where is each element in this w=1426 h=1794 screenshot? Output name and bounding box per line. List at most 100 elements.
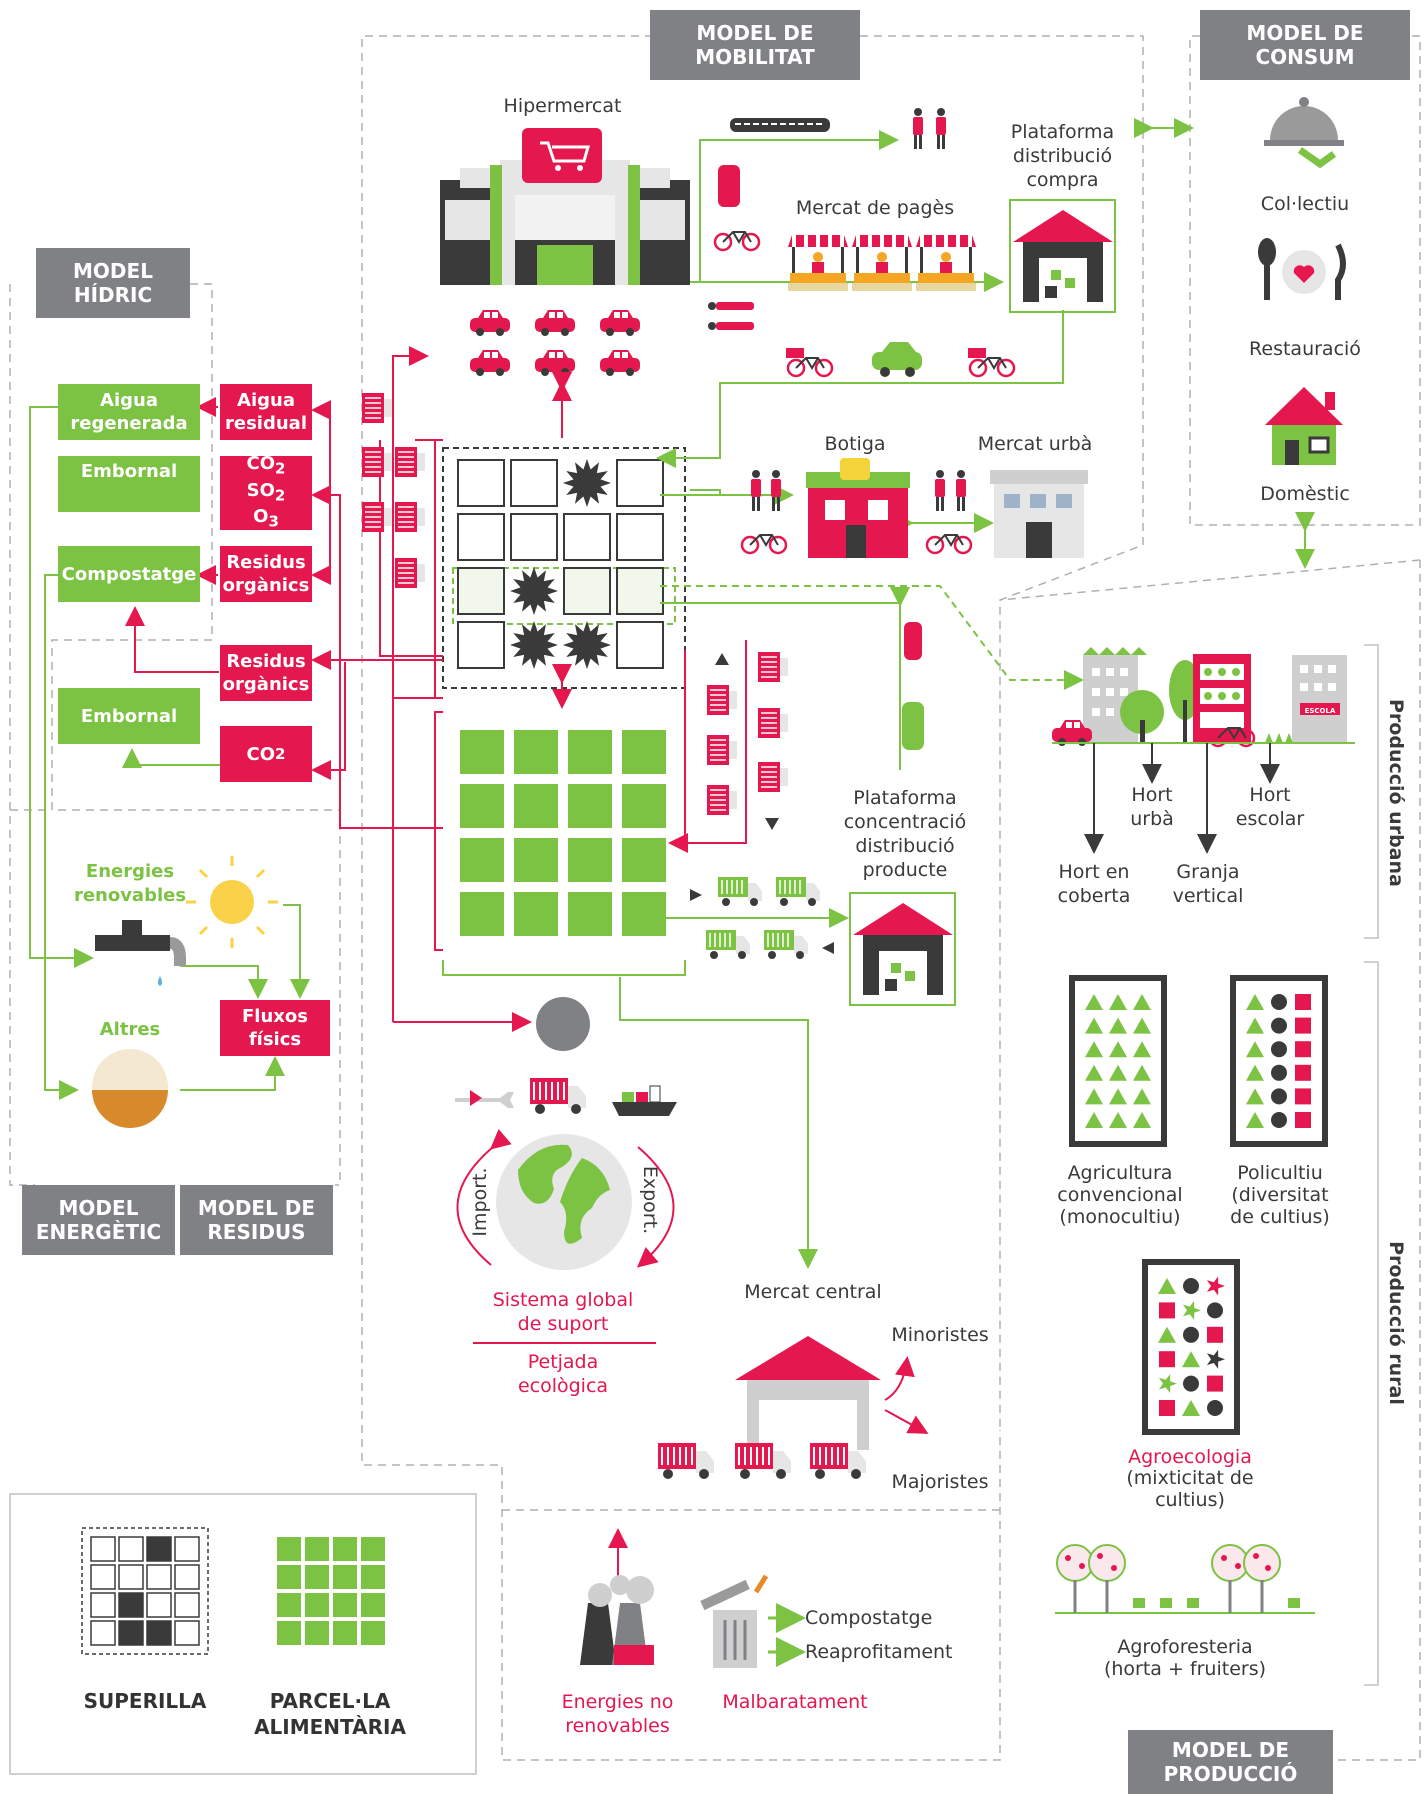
label-botiga: Botiga (824, 433, 886, 455)
superilla-cell (457, 513, 505, 561)
header-consum: MODEL DE CONSUM (1200, 10, 1410, 80)
urban-production-scene (1052, 647, 1355, 748)
sun-icon (186, 856, 278, 948)
parcela-cell (622, 784, 666, 828)
legend-parcela-cell (333, 1565, 357, 1589)
crop-triangle (1133, 1017, 1151, 1034)
superilla-cell (457, 567, 505, 615)
parcela-cell (460, 784, 504, 828)
box-embornal-2: Embornal (58, 688, 200, 744)
crop-square (1159, 1400, 1175, 1416)
legend-superilla-cell (174, 1536, 200, 1562)
superilla-star-cell (510, 621, 558, 669)
label-hort-coberta: Hort en coberta (1057, 861, 1131, 907)
header-energetic: MODEL ENERGÈTIC (22, 1185, 175, 1255)
crop-star (1182, 1300, 1201, 1320)
crop-triangle (1085, 1041, 1103, 1058)
label-restauracio: Restauració (1249, 338, 1361, 360)
crop-triangle (1246, 1041, 1264, 1058)
box-gasos: CO2 SO2 O3 (220, 453, 312, 531)
cloche-icon (1264, 97, 1344, 169)
soil-icon (92, 1049, 168, 1128)
label-sistema-global: Sistema global de suport (492, 1289, 634, 1335)
crop-triangle (1085, 1112, 1103, 1128)
factory-icon (580, 1575, 654, 1665)
crop-dot (1271, 1112, 1287, 1128)
crop-star (1158, 1374, 1177, 1394)
crop-dot (1183, 1278, 1199, 1294)
crop-square (1295, 1112, 1311, 1128)
parcela-cell (514, 730, 558, 774)
label-escola: ESCOLA (1304, 707, 1336, 715)
crop-triangle (1133, 1064, 1151, 1081)
crop-triangle (1109, 1088, 1127, 1105)
warehouse-compra (1009, 199, 1116, 313)
superilla-star-cell (510, 567, 558, 615)
legend-superilla-cell (90, 1620, 116, 1646)
gas-o3-sub: 3 (268, 512, 279, 531)
superilla-cell (563, 567, 611, 615)
vehicles-vertical-right (902, 622, 924, 750)
superilla-cell (616, 459, 664, 507)
label-reaprofitament: Reaprofitament (805, 1641, 953, 1663)
bike-vertical-icon (713, 230, 761, 252)
crop-triangle (1085, 1064, 1103, 1081)
crop-square (1159, 1351, 1175, 1368)
gas-co2: CO (246, 453, 276, 475)
label-petjada: Petjada ecològica (517, 1351, 609, 1397)
crop-triangle (1246, 994, 1264, 1010)
legend-parcela-cell (277, 1537, 301, 1561)
parcela-cell (622, 838, 666, 882)
crop-triangle (1246, 1088, 1264, 1105)
label-mercat-urba: Mercat urbà (977, 433, 1093, 455)
label-agroecologia-sub: (mixticitat de cultius) (1126, 1467, 1254, 1511)
parcela-cell (460, 730, 504, 774)
legend-parcela-cell (361, 1565, 385, 1589)
label-energies-renovables: Energies renovables (73, 861, 187, 906)
crop-triangle (1158, 1326, 1176, 1343)
car-group (470, 310, 640, 376)
legend-parcela-cell (277, 1621, 301, 1645)
legend-parcela-cell (277, 1565, 301, 1589)
vehicles-row (786, 342, 1016, 378)
label-domestic: Domèstic (1260, 483, 1350, 505)
red-trucks-side (361, 392, 789, 830)
legend-parcela-cell (333, 1621, 357, 1645)
crop-square (1295, 1041, 1311, 1058)
crop-square (1207, 1375, 1223, 1392)
legend-superilla-cell (90, 1564, 116, 1590)
bin-icon (700, 1574, 769, 1668)
gas-so2: SO (246, 479, 275, 501)
box-embornal-1: Embornal (58, 456, 200, 512)
parcela-cell (568, 838, 612, 882)
crop-star (1206, 1276, 1225, 1296)
botiga-building (806, 458, 910, 558)
superilla-cell (616, 567, 664, 615)
crop-triangle (1133, 1041, 1151, 1058)
box-aigua-regenerada: Aigua regenerada (58, 384, 200, 440)
crop-triangle (1133, 994, 1151, 1010)
people-lying-icon (708, 302, 754, 330)
green-trucks (690, 876, 834, 960)
globe-icon (496, 1134, 632, 1270)
parcela-cell (568, 784, 612, 828)
crop-square (1295, 1017, 1311, 1034)
superilla-star-cell (563, 621, 611, 669)
truck-icon-global (529, 1077, 587, 1115)
legend-superilla-cell (118, 1592, 144, 1618)
crop-triangle (1109, 1041, 1127, 1058)
legend-parcela-cell (333, 1593, 357, 1617)
parcela-cells (460, 730, 666, 936)
grey-node (536, 997, 590, 1051)
superilla-cell (510, 459, 558, 507)
crop-dot (1271, 1064, 1287, 1081)
crop-square (1295, 1088, 1311, 1105)
legend-parcela-label: PARCEL·LA ALIMENTÀRIA (254, 1689, 406, 1739)
crop-dot (1183, 1326, 1199, 1343)
gas-o3: O (253, 506, 269, 528)
warehouse-producte (849, 892, 956, 1006)
co2-2-sub: 2 (275, 744, 286, 763)
box-residus-organics-1: Residus orgànics (220, 546, 312, 602)
